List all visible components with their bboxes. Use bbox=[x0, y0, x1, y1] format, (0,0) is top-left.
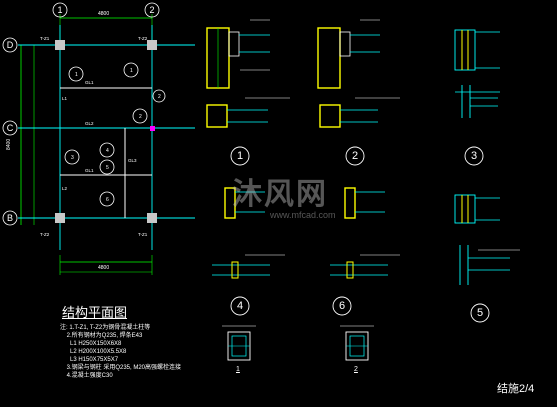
detail-3-drawing bbox=[454, 29, 500, 118]
sheet-number: 结施2/4 bbox=[497, 383, 535, 395]
svg-text:T-Z1: T-Z1 bbox=[40, 36, 50, 41]
axis-label-2: 2 bbox=[149, 5, 155, 15]
svg-text:3: 3 bbox=[71, 155, 74, 161]
detail-label-1: 1 bbox=[236, 150, 244, 162]
svg-text:4800: 4800 bbox=[98, 265, 109, 271]
svg-text:5: 5 bbox=[106, 165, 109, 171]
plan-notes: 注: 1.T-Z1, T-Z2为钢骨混凝土柱等 2.所有钢材为Q235, 焊条E… bbox=[60, 325, 182, 379]
detail-4-drawing bbox=[212, 187, 285, 279]
detail-label-2: 2 bbox=[351, 150, 359, 162]
svg-text:GL1: GL1 bbox=[85, 168, 94, 173]
detail-2-drawing bbox=[317, 19, 400, 128]
svg-text:4: 4 bbox=[106, 148, 109, 154]
svg-text:2: 2 bbox=[139, 114, 142, 120]
svg-text:T-Z1: T-Z1 bbox=[138, 232, 148, 237]
section-label-2: 2 bbox=[354, 366, 358, 373]
svg-text:1: 1 bbox=[130, 68, 133, 74]
detail-label-4: 4 bbox=[236, 300, 244, 312]
svg-text:T-Z2: T-Z2 bbox=[138, 36, 148, 41]
watermark-url: www.mfcad.com bbox=[270, 210, 336, 220]
section-label-1: 1 bbox=[236, 366, 240, 373]
watermark-logo: 沐风网 bbox=[232, 178, 328, 211]
axis-label-c: C bbox=[6, 123, 14, 133]
svg-text:1: 1 bbox=[75, 72, 78, 78]
svg-text:8400: 8400 bbox=[6, 139, 12, 150]
section-1-drawing bbox=[222, 325, 256, 361]
axis-label-1: 1 bbox=[57, 5, 63, 15]
structural-plan: 4800 8400 4800 1 1 bbox=[6, 11, 195, 275]
detail-5-drawing bbox=[454, 194, 520, 285]
svg-text:6: 6 bbox=[106, 197, 109, 203]
axis-label-d: D bbox=[6, 40, 14, 50]
axis-label-b: B bbox=[6, 213, 13, 223]
svg-text:2: 2 bbox=[158, 94, 161, 100]
svg-text:GL1: GL1 bbox=[85, 80, 94, 85]
svg-text:L1: L1 bbox=[62, 96, 68, 101]
detail-1-drawing bbox=[206, 19, 290, 128]
svg-text:4800: 4800 bbox=[98, 11, 109, 17]
detail-6-drawing bbox=[330, 187, 400, 279]
detail-label-5: 5 bbox=[476, 307, 484, 319]
svg-text:GL3: GL3 bbox=[128, 158, 137, 163]
svg-text:L2: L2 bbox=[62, 186, 68, 191]
svg-text:T-Z2: T-Z2 bbox=[40, 232, 50, 237]
svg-text:GL2: GL2 bbox=[85, 121, 94, 126]
plan-title: 结构平面图 bbox=[62, 305, 128, 320]
detail-label-3: 3 bbox=[470, 150, 478, 162]
section-2-drawing bbox=[340, 325, 374, 361]
detail-label-6: 6 bbox=[338, 300, 346, 312]
